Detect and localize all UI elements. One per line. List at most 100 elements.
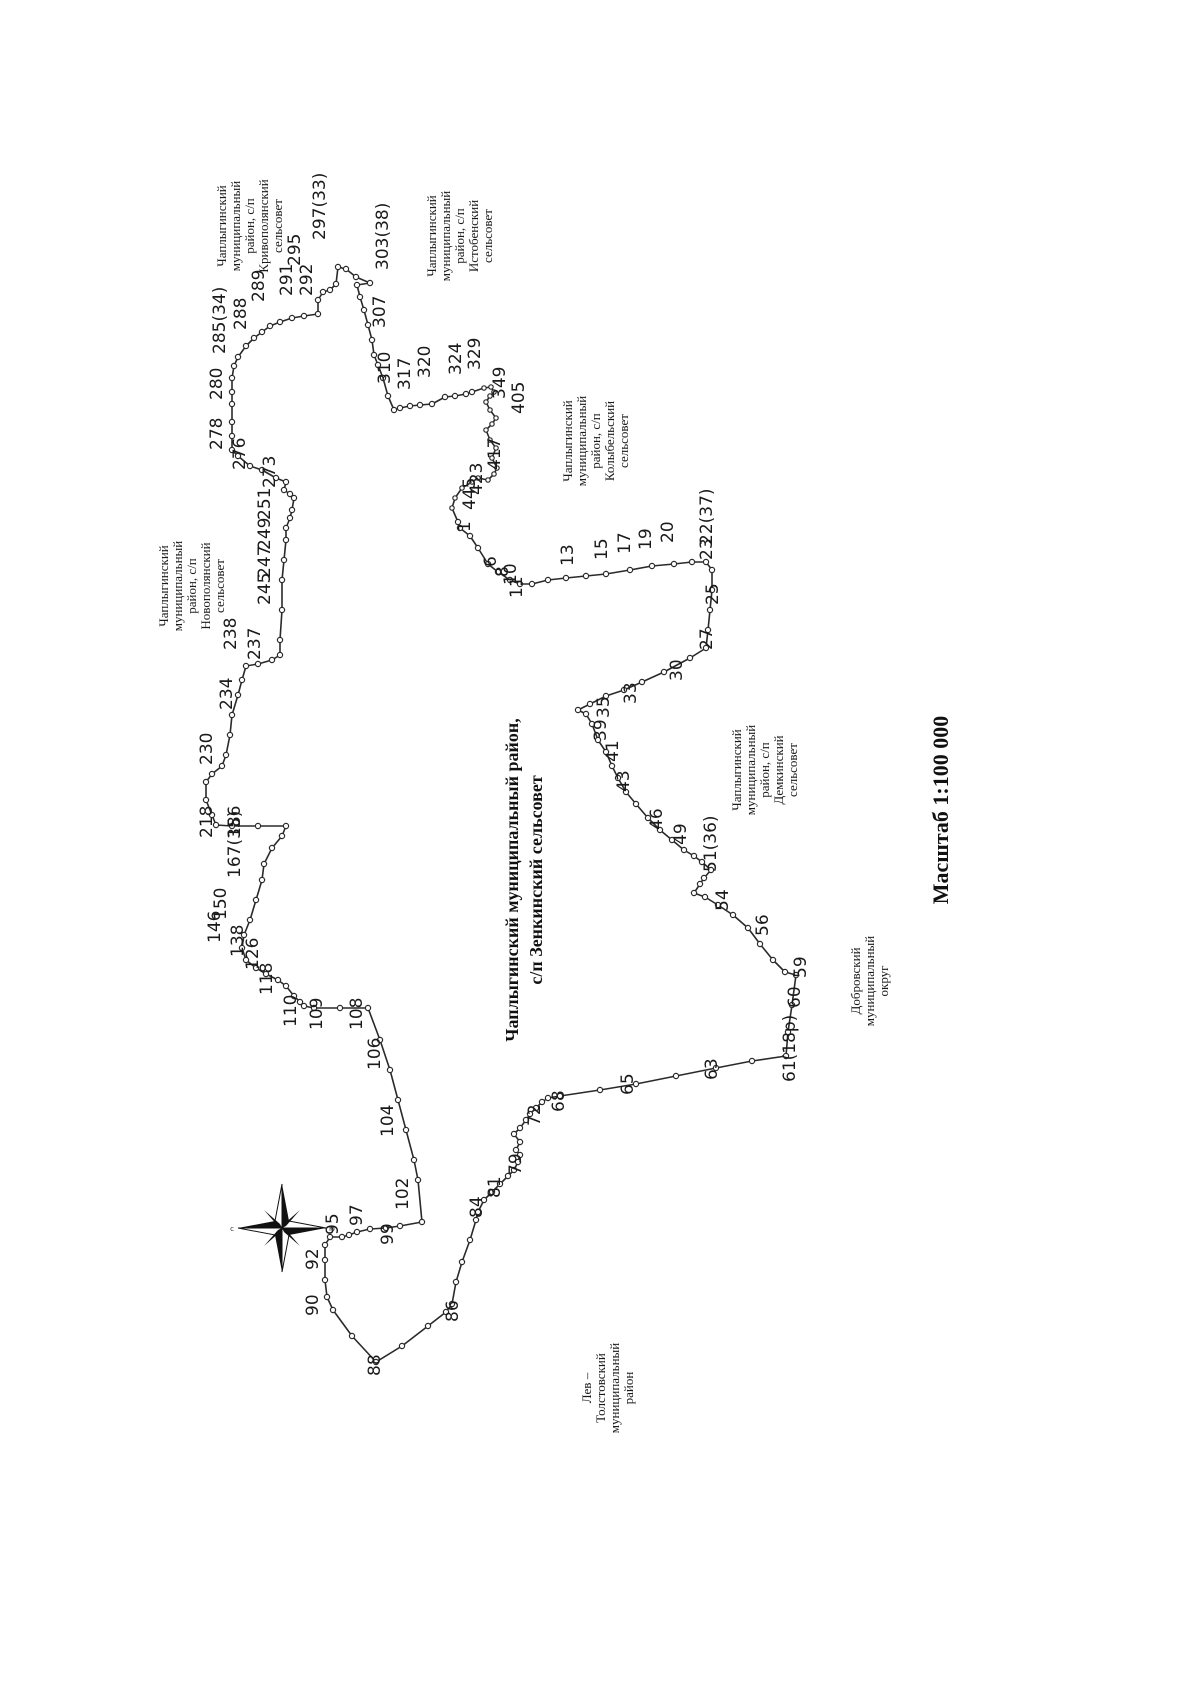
- boundary-point-label: 423: [467, 463, 487, 495]
- boundary-point-label: 1: [455, 521, 475, 532]
- boundary-point-marker: [489, 455, 495, 461]
- boundary-point-marker: [252, 964, 260, 972]
- boundary-point-label: 285(34): [210, 287, 230, 354]
- boundary-point-label: 23: [697, 538, 717, 560]
- boundary-point-label: 288: [231, 298, 251, 330]
- boundary-point-marker: [396, 404, 404, 412]
- boundary-point-marker: [707, 866, 715, 874]
- boundary-point-marker: [622, 788, 630, 796]
- neighbor-label-line: Демкинский: [771, 735, 786, 804]
- boundary-point-label: 60: [785, 986, 805, 1008]
- boundary-point-marker: [353, 281, 361, 289]
- boundary-point-marker: [556, 1092, 564, 1100]
- boundary-point-marker: [276, 651, 284, 659]
- boundary-point-marker: [466, 1236, 474, 1244]
- boundary-point-label: 88: [365, 1354, 385, 1376]
- boundary-point-marker: [366, 279, 374, 287]
- boundary-point-marker: [510, 1166, 518, 1174]
- boundary-point-marker: [252, 896, 260, 904]
- boundary-point-marker: [310, 1004, 318, 1012]
- boundary-point-label: 15: [592, 538, 612, 560]
- boundary-point-marker: [449, 505, 455, 511]
- boundary-point-label: 186: [225, 806, 245, 838]
- boundary-point-marker: [202, 796, 210, 804]
- boundary-point-marker: [254, 822, 262, 830]
- boundary-point-marker: [602, 748, 610, 756]
- boundary-point-label: 51(36): [701, 815, 721, 872]
- boundary-point-marker: [242, 662, 250, 670]
- boundary-point-marker: [228, 822, 236, 830]
- boundary-point-label: 27: [697, 628, 717, 650]
- boundary-point-label: 56: [753, 914, 773, 936]
- boundary-point-marker: [516, 1151, 524, 1159]
- boundary-point-marker: [472, 1216, 480, 1224]
- boundary-point-marker: [700, 874, 708, 882]
- boundary-point-marker: [474, 1208, 482, 1216]
- boundary-point-marker: [250, 334, 258, 342]
- boundary-point-label: 237: [245, 628, 265, 660]
- map-title: Чаплыгинский муниципальный район, с/п Зе…: [502, 718, 546, 1041]
- boundary-point-label: 238: [221, 618, 241, 650]
- boundary-point-marker: [704, 626, 712, 634]
- boundary-point-marker: [314, 310, 322, 318]
- boundary-point-label: 39: [591, 719, 611, 741]
- boundary-point-label: 324: [446, 343, 466, 375]
- boundary-point-marker: [614, 774, 622, 782]
- neighbor-label-line: Чаплыгинский: [560, 400, 575, 482]
- boundary-point-marker: [288, 314, 296, 322]
- boundary-point-marker: [414, 1176, 422, 1184]
- neighbor-label-line: сельсовет: [480, 209, 495, 263]
- boundary-point-marker: [321, 1276, 329, 1284]
- boundary-point-marker: [686, 654, 694, 662]
- boundary-point-marker: [321, 1256, 329, 1264]
- boundary-point-marker: [442, 1308, 450, 1316]
- boundary-point-marker: [596, 1086, 604, 1094]
- boundary-point-marker: [234, 452, 242, 460]
- boundary-point-marker: [282, 982, 290, 990]
- neighbor-label-line: Чаплыгинский: [424, 195, 439, 277]
- boundary-point-label: 349: [490, 367, 510, 399]
- boundary-point-marker: [496, 1180, 504, 1188]
- boundary-point-marker: [406, 402, 414, 410]
- boundary-point-label: 303(38): [373, 203, 393, 270]
- boundary-point-marker: [441, 393, 449, 401]
- boundary-point-label: 20: [658, 521, 678, 543]
- boundary-point-label: 43: [614, 770, 634, 792]
- boundary-point-label: 167(35): [225, 811, 245, 878]
- boundary-point-label: 72: [525, 1104, 545, 1126]
- boundary-point-marker: [475, 475, 481, 481]
- boundary-point-marker: [672, 1072, 680, 1080]
- boundary-point-label: 249: [255, 518, 275, 550]
- boundary-point-marker: [290, 494, 298, 502]
- boundary-point-marker: [512, 1146, 520, 1154]
- boundary-point-marker: [228, 446, 236, 454]
- boundary-point-marker: [272, 474, 280, 482]
- boundary-point-label: 35: [594, 696, 614, 718]
- boundary-point-marker: [370, 351, 378, 359]
- boundary-point-label: 99: [378, 1223, 398, 1245]
- boundary-point-marker: [268, 844, 276, 852]
- boundary-point-label: 307: [370, 296, 390, 328]
- boundary-point-marker: [656, 826, 664, 834]
- boundary-point-marker: [620, 686, 628, 694]
- boundary-point-marker: [416, 401, 424, 409]
- boundary-point-marker: [208, 770, 216, 778]
- boundary-point-label: 109: [307, 998, 327, 1030]
- boundary-point-marker: [296, 998, 304, 1006]
- boundary-point-label: 278: [207, 418, 227, 450]
- neighbor-label-line: муниципальный: [574, 396, 589, 487]
- boundary-point-marker: [242, 956, 250, 964]
- boundary-point-marker: [258, 466, 266, 474]
- boundary-point-label: 79: [506, 1153, 526, 1175]
- boundary-point-label: 68: [549, 1090, 569, 1112]
- boundary-point-marker: [326, 1233, 334, 1241]
- neighbor-label-line: сельсовет: [212, 559, 227, 613]
- neighbor-label-line: Колыбельский: [602, 401, 617, 481]
- boundary-point-label: 245: [255, 573, 275, 605]
- boundary-point-label: 10: [501, 563, 521, 585]
- boundary-point-marker: [274, 976, 282, 984]
